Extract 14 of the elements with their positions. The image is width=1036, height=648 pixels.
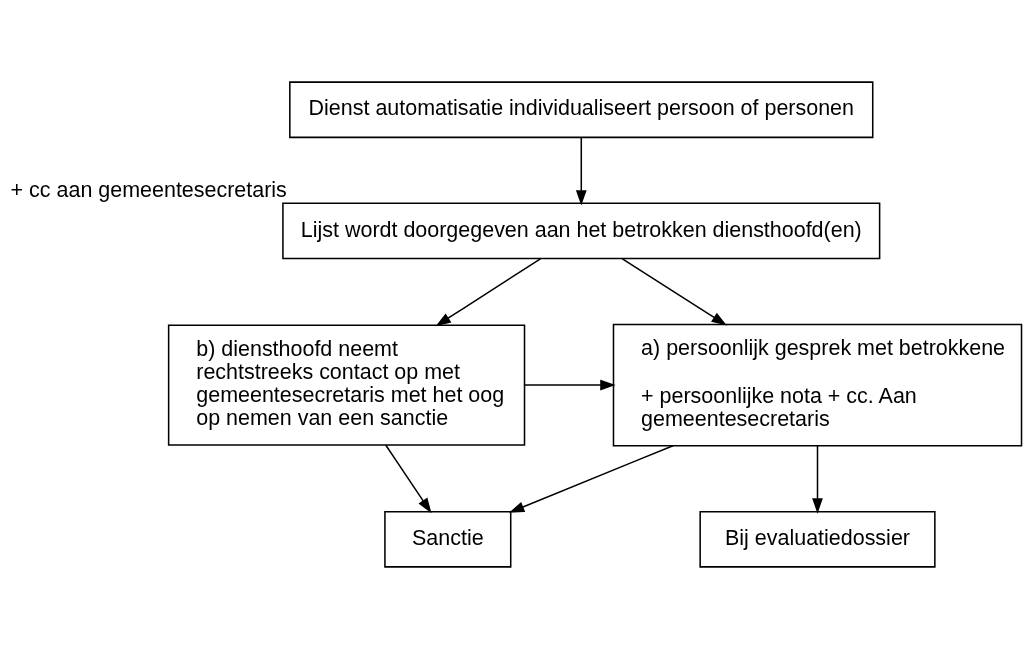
arrow <box>812 444 823 514</box>
arrow <box>575 136 587 206</box>
node-box: b) diensthoofd neemt rechtstreeks contact op met gemeentesecretaris met het oog op nemen van een sanctie <box>167 324 526 446</box>
node-box: Bij evaluatiedossier <box>699 510 936 568</box>
arrow <box>523 379 616 390</box>
arrow <box>435 257 542 326</box>
arrow <box>509 444 674 513</box>
node-box: Dienst automatisatie individualiseert persoon of personen <box>289 80 874 138</box>
node-label: + cc aan gemeentesecretaris <box>10 177 287 202</box>
arrow <box>384 443 432 513</box>
node-box: a) persoonlijk gesprek met betrokkene + persoonlijke nota + cc. Aan gemeentesecretaris <box>612 323 1023 446</box>
node-box: Sanctie <box>384 510 512 568</box>
arrow <box>621 257 727 326</box>
node-box: Lijst wordt doorgegeven aan het betrokken diensthoofd(en) <box>282 202 881 259</box>
